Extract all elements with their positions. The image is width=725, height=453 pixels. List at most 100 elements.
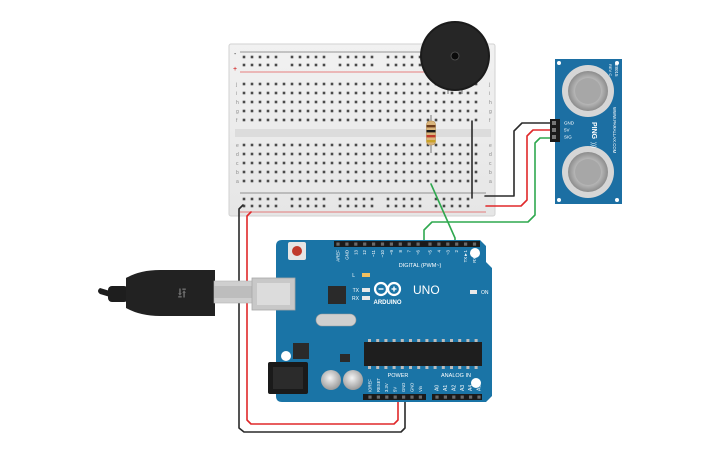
breadboard-hole[interactable] (266, 118, 270, 122)
rail-hole[interactable] (266, 197, 270, 201)
breadboard-hole[interactable] (242, 161, 246, 165)
breadboard-hole[interactable] (450, 143, 454, 147)
header-pin[interactable] (443, 395, 447, 399)
breadboard-hole[interactable] (402, 82, 406, 86)
breadboard-hole[interactable] (250, 170, 254, 174)
breadboard-hole[interactable] (314, 91, 318, 95)
rail-hole[interactable] (266, 55, 270, 59)
breadboard-hole[interactable] (242, 179, 246, 183)
breadboard-hole[interactable] (330, 82, 334, 86)
breadboard-hole[interactable] (450, 100, 454, 104)
rail-hole[interactable] (394, 55, 398, 59)
breadboard-hole[interactable] (378, 91, 382, 95)
rail-hole[interactable] (450, 204, 454, 208)
breadboard-hole[interactable] (394, 161, 398, 165)
breadboard-hole[interactable] (394, 152, 398, 156)
rail-hole[interactable] (298, 204, 302, 208)
breadboard-hole[interactable] (402, 91, 406, 95)
breadboard-hole[interactable] (242, 143, 246, 147)
breadboard-hole[interactable] (466, 100, 470, 104)
breadboard-hole[interactable] (274, 143, 278, 147)
rail-hole[interactable] (314, 204, 318, 208)
breadboard-hole[interactable] (442, 170, 446, 174)
breadboard-hole[interactable] (290, 82, 294, 86)
breadboard-hole[interactable] (370, 179, 374, 183)
breadboard-hole[interactable] (266, 91, 270, 95)
breadboard-hole[interactable] (330, 118, 334, 122)
rail-hole[interactable] (442, 197, 446, 201)
rail-hole[interactable] (274, 204, 278, 208)
breadboard-hole[interactable] (442, 100, 446, 104)
rail-hole[interactable] (314, 55, 318, 59)
rail-hole[interactable] (298, 63, 302, 67)
breadboard-hole[interactable] (362, 91, 366, 95)
breadboard-hole[interactable] (394, 91, 398, 95)
breadboard-hole[interactable] (322, 100, 326, 104)
rail-hole[interactable] (362, 55, 366, 59)
breadboard-hole[interactable] (322, 118, 326, 122)
rail-hole[interactable] (322, 204, 326, 208)
breadboard-hole[interactable] (434, 170, 438, 174)
breadboard-hole[interactable] (362, 82, 366, 86)
breadboard-hole[interactable] (242, 152, 246, 156)
breadboard-hole[interactable] (354, 91, 358, 95)
header-pin[interactable] (385, 395, 389, 399)
breadboard-hole[interactable] (418, 143, 422, 147)
breadboard-hole[interactable] (330, 100, 334, 104)
breadboard-hole[interactable] (266, 143, 270, 147)
rail-hole[interactable] (290, 63, 294, 67)
breadboard-hole[interactable] (354, 143, 358, 147)
breadboard-hole[interactable] (250, 152, 254, 156)
breadboard-hole[interactable] (458, 152, 462, 156)
breadboard-hole[interactable] (290, 143, 294, 147)
rail-hole[interactable] (338, 55, 342, 59)
header-pin[interactable] (389, 242, 393, 246)
breadboard-hole[interactable] (354, 152, 358, 156)
header-pin[interactable] (416, 242, 420, 246)
breadboard-hole[interactable] (346, 143, 350, 147)
digital-header[interactable] (334, 241, 480, 247)
rail-hole[interactable] (306, 55, 310, 59)
rail-hole[interactable] (434, 204, 438, 208)
wire-sensor-gnd[interactable] (484, 122, 553, 197)
breadboard-hole[interactable] (362, 170, 366, 174)
breadboard-hole[interactable] (290, 152, 294, 156)
breadboard-hole[interactable] (466, 179, 470, 183)
breadboard-hole[interactable] (466, 143, 470, 147)
breadboard-hole[interactable] (298, 91, 302, 95)
header-pin[interactable] (437, 242, 441, 246)
breadboard-hole[interactable] (250, 91, 254, 95)
rail-hole[interactable] (258, 63, 262, 67)
breadboard-hole[interactable] (274, 91, 278, 95)
breadboard-hole[interactable] (322, 82, 326, 86)
breadboard-hole[interactable] (354, 82, 358, 86)
breadboard-hole[interactable] (274, 109, 278, 113)
breadboard-hole[interactable] (362, 100, 366, 104)
breadboard-hole[interactable] (450, 118, 454, 122)
breadboard-hole[interactable] (466, 109, 470, 113)
header-pin[interactable] (398, 242, 402, 246)
rail-hole[interactable] (306, 197, 310, 201)
breadboard-hole[interactable] (306, 161, 310, 165)
breadboard-hole[interactable] (386, 109, 390, 113)
breadboard-hole[interactable] (386, 152, 390, 156)
breadboard-hole[interactable] (346, 109, 350, 113)
breadboard-hole[interactable] (402, 118, 406, 122)
header-pin[interactable] (428, 242, 432, 246)
breadboard-hole[interactable] (282, 143, 286, 147)
rail-hole[interactable] (450, 197, 454, 201)
breadboard-hole[interactable] (346, 100, 350, 104)
header-pin[interactable] (435, 395, 439, 399)
breadboard-hole[interactable] (386, 170, 390, 174)
breadboard-hole[interactable] (458, 179, 462, 183)
rail-hole[interactable] (402, 197, 406, 201)
rail-hole[interactable] (274, 197, 278, 201)
breadboard-hole[interactable] (346, 82, 350, 86)
breadboard-hole[interactable] (266, 109, 270, 113)
breadboard-hole[interactable] (242, 109, 246, 113)
resistor[interactable] (426, 115, 436, 153)
rail-hole[interactable] (362, 197, 366, 201)
breadboard-hole[interactable] (402, 170, 406, 174)
breadboard-hole[interactable] (434, 152, 438, 156)
breadboard-hole[interactable] (370, 100, 374, 104)
